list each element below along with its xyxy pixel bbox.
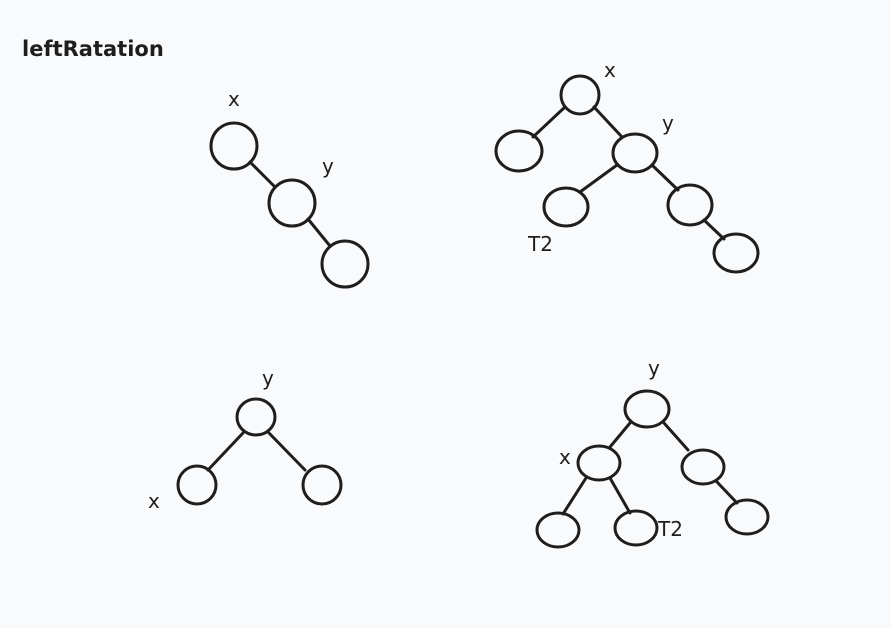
- node-x: [559, 74, 601, 116]
- node-y-right: [680, 448, 726, 486]
- node-y-right-right: [712, 232, 760, 274]
- edge-y-right: [306, 217, 332, 248]
- node-t2: [613, 509, 659, 547]
- label-y: y: [662, 111, 674, 135]
- node-y: [611, 132, 659, 174]
- node-x: [576, 444, 622, 482]
- label-y: y: [648, 356, 660, 380]
- edge-x-left: [561, 476, 588, 516]
- node-y-right: [301, 464, 343, 506]
- node-x: [209, 121, 259, 171]
- label-x: x: [228, 87, 240, 111]
- node-y-right: [320, 239, 370, 289]
- node-y-right: [666, 183, 714, 227]
- label-x: x: [148, 489, 160, 513]
- edge-x-t2: [608, 476, 632, 515]
- node-x-left: [535, 511, 581, 549]
- node-y: [235, 397, 277, 437]
- edge-x-left: [531, 105, 567, 139]
- tree-after-rotation-with-subtrees: y x T2: [535, 356, 770, 549]
- tree-after-rotation: y x: [148, 366, 343, 513]
- label-t2: T2: [657, 517, 683, 541]
- tree-before-rotation-with-subtrees: x y T2: [494, 58, 760, 274]
- edge-y-right: [662, 421, 690, 452]
- label-x: x: [604, 58, 616, 82]
- label-y: y: [322, 154, 334, 178]
- edge-right-right: [715, 480, 739, 505]
- node-y: [267, 178, 317, 228]
- edge-y-x: [206, 431, 245, 472]
- edge-y-right: [267, 431, 307, 472]
- node-y: [623, 389, 671, 429]
- edge-y-x: [608, 421, 632, 449]
- edge-x-y: [248, 160, 277, 189]
- label-t2: T2: [527, 232, 553, 256]
- page-title: leftRatation: [22, 37, 164, 61]
- edge-y-t2: [578, 163, 619, 194]
- node-x: [176, 464, 218, 506]
- tree-before-rotation: x y: [209, 87, 370, 289]
- edge-y-right: [650, 163, 680, 192]
- label-x: x: [559, 445, 571, 469]
- node-x-left: [494, 129, 544, 173]
- edge-right-right: [702, 218, 726, 241]
- label-y: y: [262, 366, 274, 390]
- edge-x-y: [592, 105, 624, 139]
- node-y-right-right: [724, 498, 770, 536]
- node-t2: [542, 186, 590, 228]
